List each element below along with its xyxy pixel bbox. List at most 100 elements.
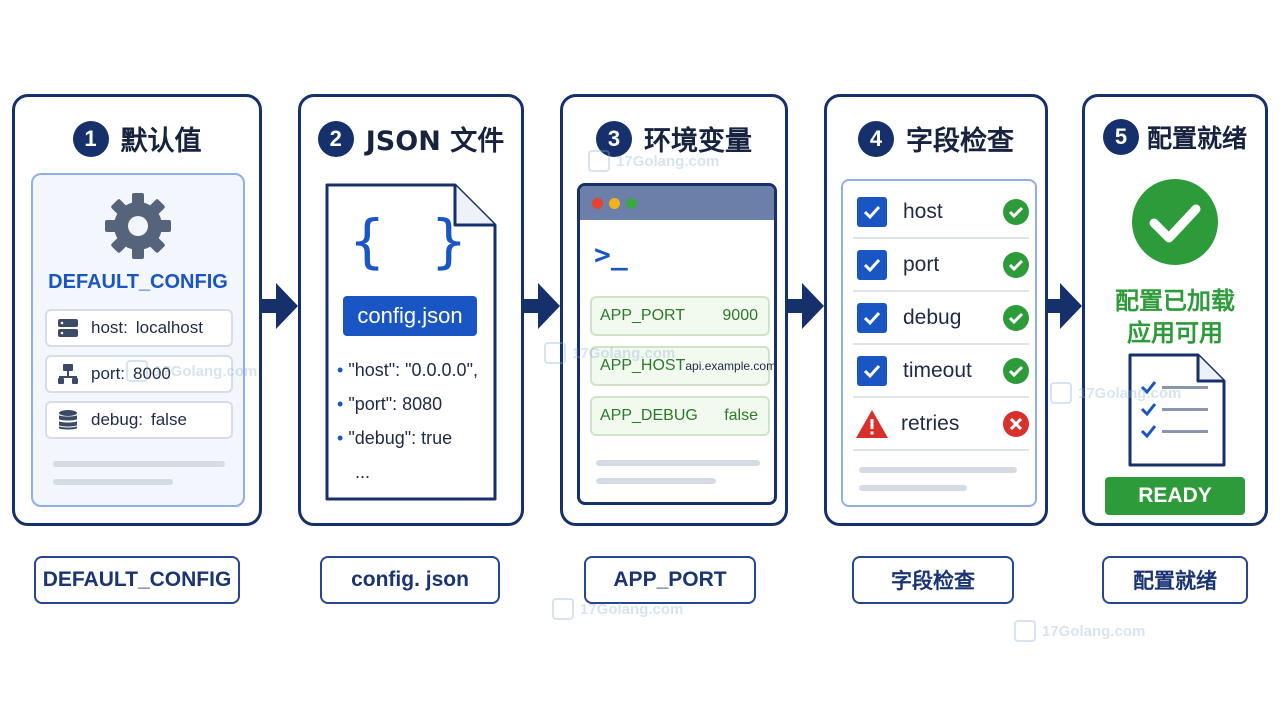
step-title-text: 配置就绪 (1146, 124, 1247, 153)
watermark-logo-icon (552, 598, 574, 620)
flow-arrow (524, 283, 560, 329)
checkbox-checked-icon (857, 197, 887, 227)
step-title-text: 默认值 (120, 126, 202, 157)
watermark-logo-icon (126, 360, 148, 382)
check-item-label: timeout (903, 359, 972, 382)
checkbox-checked-icon (857, 250, 887, 280)
check-item: timeout (853, 346, 1029, 398)
server-icon (58, 319, 78, 337)
step-title: 3 环境变量 (563, 119, 785, 158)
step-number-badge: 1 (72, 120, 109, 157)
checklist-card: host port debug timeout retries (841, 179, 1037, 507)
close-dot-icon (592, 197, 603, 209)
watermark-logo-icon (1050, 382, 1072, 404)
placeholder-line (859, 467, 1017, 473)
list-item: • "debug": true (337, 428, 453, 448)
watermark: 17Golang.com (544, 342, 675, 364)
step-number-badge: 5 (1102, 119, 1139, 155)
default-key: debug: (91, 410, 143, 429)
default-value: false (151, 410, 187, 429)
default-key: port: (91, 364, 126, 383)
step-panel-checks: 4 字段检查 host port debug timeout retries (824, 94, 1048, 526)
flow-arrow (788, 283, 824, 329)
list-item: • "port": 8080 (337, 394, 443, 414)
step-title-text: JSON 文件 (365, 126, 505, 157)
watermark: 17Golang.com (126, 360, 257, 382)
watermark: 17Golang.com (1050, 382, 1181, 404)
json-bullets: • "host": "0.0.0.0", • "port": 8080 • "d… (337, 353, 478, 489)
env-var-row: APP_PORT 9000 (590, 296, 770, 336)
ellipsis: ... (355, 462, 371, 482)
success-check-icon (1003, 252, 1029, 278)
default-key: host: (91, 318, 128, 337)
warning-icon (856, 410, 888, 438)
env-var-row: APP_DEBUG false (590, 396, 770, 436)
check-item-label: retries (901, 412, 960, 435)
placeholder-line (596, 460, 760, 466)
list-item: • "host": "0.0.0.0", (337, 360, 478, 380)
default-value: 8000 (133, 364, 171, 383)
env-var-name: APP_DEBUG (600, 407, 698, 424)
document-icon (325, 183, 497, 501)
check-item: host (853, 187, 1029, 239)
default-config-card: DEFAULT_CONFIG host: localhost port: 800… (31, 173, 245, 507)
flow-arrow (262, 283, 298, 329)
check-item-label: debug (903, 306, 962, 329)
step-number-badge: 4 (858, 120, 894, 157)
terminal-prompt-icon: >_ (594, 238, 628, 271)
step-caption: DEFAULT_CONFIG (34, 556, 240, 604)
step-number-badge: 2 (317, 120, 354, 157)
database-icon (59, 410, 77, 430)
default-config-heading: DEFAULT_CONFIG (48, 271, 228, 293)
success-check-icon (1003, 358, 1029, 384)
watermark: 17Golang.com (552, 598, 683, 620)
minimize-dot-icon (609, 197, 620, 209)
env-var-value: 9000 (722, 307, 758, 324)
default-row-port: port: 8000 (45, 355, 233, 393)
watermark: 17Golang.com (1014, 620, 1145, 642)
step-panel-defaults: 1 默认值 DEFAULT_CONFIG host: localhost (12, 94, 262, 526)
step-caption: APP_PORT (584, 556, 756, 604)
braces-icon: { } (349, 207, 473, 275)
gear-icon (105, 193, 171, 259)
step-panel-env: 3 环境变量 >_ APP_PORT 9000 APP_HOST api.exa… (560, 94, 788, 526)
success-check-icon (1003, 305, 1029, 331)
ready-status-line: 应用可用 (1127, 319, 1223, 347)
error-x-icon (1003, 411, 1029, 437)
step-caption: config. json (320, 556, 500, 604)
default-row-debug: debug: false (45, 401, 233, 439)
checklist-document-icon (1128, 353, 1226, 467)
step-panel-ready: 5 配置就绪 配置已加载 应用可用 READY (1082, 94, 1268, 526)
success-check-icon (1003, 199, 1029, 225)
check-item-label: port (903, 253, 940, 276)
check-item-label: host (903, 200, 943, 223)
ready-status-line: 配置已加载 (1115, 287, 1235, 315)
watermark: 17Golang.com (588, 150, 719, 172)
default-value: localhost (135, 318, 203, 337)
check-item: debug (853, 293, 1029, 345)
step-title: 2 JSON 文件 (301, 119, 521, 158)
terminal-window: >_ APP_PORT 9000 APP_HOST api.example.co… (577, 183, 777, 505)
placeholder-line (53, 479, 173, 485)
step-title: 1 默认值 (15, 119, 259, 158)
ready-badge: READY (1105, 477, 1245, 515)
success-check-icon (1132, 179, 1218, 265)
watermark-logo-icon (544, 342, 566, 364)
step-panel-json: 2 JSON 文件 { } config.json • "host": "0.0… (298, 94, 524, 526)
env-var-row: APP_HOST api.example.com (590, 346, 774, 386)
placeholder-line (53, 461, 225, 467)
step-title: 4 字段检查 (827, 119, 1045, 158)
checkbox-checked-icon (857, 356, 887, 386)
placeholder-line (596, 478, 716, 484)
env-var-name: APP_HOST (600, 357, 686, 374)
step-caption: 字段检查 (852, 556, 1014, 604)
step-title-text: 字段检查 (906, 126, 1014, 157)
filename-badge: config.json (343, 296, 477, 336)
check-item: retries (853, 399, 1029, 451)
env-var-name: APP_PORT (600, 307, 686, 324)
default-row-host: host: localhost (45, 309, 233, 347)
step-title-text: 环境变量 (644, 126, 752, 157)
placeholder-line (859, 485, 967, 491)
step-title: 5 配置就绪 (1085, 119, 1265, 155)
env-var-value: false (724, 407, 758, 424)
